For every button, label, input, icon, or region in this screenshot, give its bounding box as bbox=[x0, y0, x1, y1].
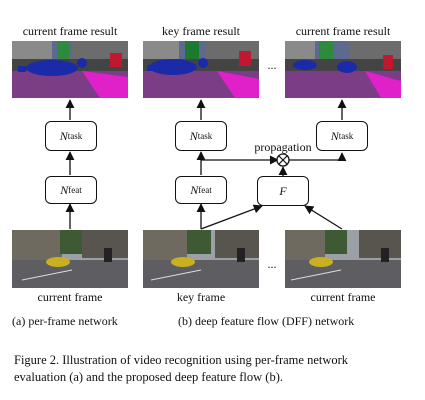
ellipsis-top: ... bbox=[267, 58, 277, 72]
caption-line-1: Figure 2. Illustration of video recognit… bbox=[14, 353, 349, 367]
arrow-key-photo-to-flow bbox=[200, 204, 263, 230]
seg-result-key bbox=[143, 41, 259, 98]
n-task-sub: task bbox=[338, 131, 354, 141]
flow-box: F bbox=[257, 176, 309, 206]
label-propagation: propagation bbox=[254, 140, 312, 154]
label-bottom-mid: key frame bbox=[176, 290, 226, 304]
n-feat-sub: feat bbox=[68, 185, 82, 195]
label-top-left: current frame result bbox=[22, 24, 118, 38]
seg-result-left bbox=[12, 41, 128, 98]
frame-photo-left bbox=[12, 230, 128, 288]
label-bottom-left: current frame bbox=[37, 290, 103, 304]
flow-label: F bbox=[279, 183, 287, 198]
label-bottom-right: current frame bbox=[310, 290, 376, 304]
frame-photo-key bbox=[143, 230, 259, 288]
circle-times-icon bbox=[276, 153, 290, 167]
label-top-right: current frame result bbox=[295, 24, 391, 38]
n-feat-base: N bbox=[60, 182, 69, 197]
n-task-base: N bbox=[330, 128, 339, 143]
figure-caption: Figure 2. Illustration of video recognit… bbox=[14, 352, 414, 386]
n-task-base: N bbox=[189, 128, 198, 143]
seg-result-right bbox=[285, 41, 401, 98]
n-task-base: N bbox=[59, 128, 68, 143]
ellipsis-bottom: ... bbox=[267, 257, 277, 271]
n-feat-sub: feat bbox=[198, 185, 212, 195]
arrow-propagation-to-task bbox=[289, 152, 347, 162]
n-task-sub: task bbox=[67, 131, 83, 141]
n-task-sub: task bbox=[197, 131, 213, 141]
n-feat-base: N bbox=[190, 182, 199, 197]
subfigure-b-label: (b) deep feature flow (DFF) network bbox=[178, 314, 355, 328]
arrow-right-photo-to-flow bbox=[304, 205, 343, 230]
frame-photo-right bbox=[285, 230, 401, 288]
diagram-arrows bbox=[65, 99, 347, 230]
subfigure-a-label: (a) per-frame network bbox=[12, 314, 118, 328]
label-top-mid: key frame result bbox=[162, 24, 240, 38]
caption-line-2: evaluation (a) and the proposed deep fea… bbox=[14, 370, 283, 384]
